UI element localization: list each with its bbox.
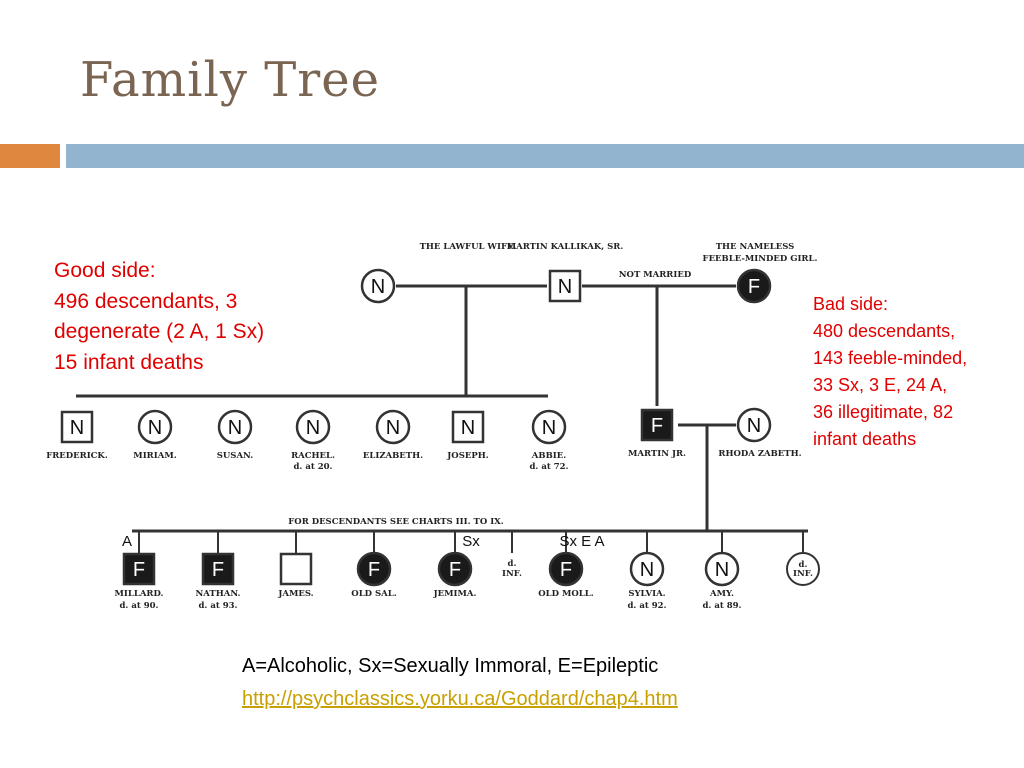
good-side-notes: Good side: 496 descendants, 3 degenerate… <box>54 256 264 378</box>
good-child-name: RACHEL. <box>291 451 335 461</box>
bad-child-name: JAMES. <box>277 589 313 599</box>
good-child-note: d. at 72. <box>529 462 568 472</box>
rhoda-name: RHODA ZABETH. <box>718 449 801 459</box>
bad-side-line: 36 illegitimate, 82 <box>813 402 954 422</box>
bad-side-line: infant deaths <box>813 429 917 449</box>
bad-child-9-circle <box>786 552 820 586</box>
bad-side-line: 480 descendants, <box>813 321 956 341</box>
source-link[interactable]: http://psychclassics.yorku.ca/Goddard/ch… <box>242 688 678 710</box>
bad-child-note: d. at 92. <box>627 601 666 611</box>
label-lawful-wife: THE LAWFUL WIFE. <box>420 242 517 252</box>
good-child-2-circle <box>217 409 253 445</box>
good-child-2-symbol: N <box>228 417 242 439</box>
bad-child-name: JEMIMA. <box>433 589 477 599</box>
good-child-6-circle <box>531 409 567 445</box>
bad-child-6-symbol: F <box>560 559 572 581</box>
martin-jr-name: MARTIN JR. <box>628 449 686 459</box>
bad-child-name: NATHAN. <box>195 589 240 599</box>
good-child-6-symbol: N <box>542 417 556 439</box>
nameless-girl-node-symbol: F <box>748 276 760 298</box>
good-side-line: 496 descendants, 3 <box>54 289 238 313</box>
nameless-girl-node-circle <box>736 268 772 304</box>
rhoda-node-symbol: N <box>747 415 761 437</box>
bad-side-notes: Bad side: 480 descendants, 143 feeble-mi… <box>813 291 967 453</box>
label-nameless-2: FEEBLE-MINDED GIRL. <box>703 254 818 264</box>
bad-child-8-symbol: N <box>715 559 729 581</box>
bad-child-4-symbol: F <box>449 559 461 581</box>
good-child-1-circle <box>137 409 173 445</box>
infant-label: d. <box>508 559 517 569</box>
good-child-name: FREDERICK. <box>46 451 108 461</box>
good-child-name: ELIZABETH. <box>363 451 423 461</box>
label-martin-sr: MARTIN KALLIKAK, SR. <box>507 242 624 252</box>
bad-child-1-square <box>201 552 235 586</box>
good-child-0-square <box>60 410 94 444</box>
good-side-line: 15 infant deaths <box>54 350 204 374</box>
tree-connectors <box>76 284 808 533</box>
bad-side-line: 33 Sx, 3 E, 24 A, <box>813 375 948 395</box>
good-child-5-square <box>451 410 485 444</box>
good-child-name: MIRIAM. <box>133 451 176 461</box>
bad-child-name: OLD MOLL. <box>538 589 593 599</box>
good-child-5-symbol: N <box>461 417 475 439</box>
good-child-note: d. at 20. <box>293 462 332 472</box>
bad-child-7-circle <box>629 551 665 587</box>
bad-child-tag: A <box>122 533 132 550</box>
martin-jr-node-square <box>640 408 674 442</box>
bad-side-line: Bad side: <box>813 294 889 314</box>
bad-child-3-symbol: F <box>368 559 380 581</box>
label-chart-note: FOR DESCENDANTS SEE CHARTS III. TO IX. <box>288 517 504 527</box>
lawful-wife-node-symbol: N <box>371 276 385 298</box>
bad-child-tag: Sx E A <box>559 533 604 550</box>
martin-sr-node-symbol: N <box>558 276 572 298</box>
good-side-line: Good side: <box>54 259 156 282</box>
lawful-wife-node-circle <box>360 268 396 304</box>
bad-child-6-circle <box>548 551 584 587</box>
rhoda-node-circle <box>736 407 772 443</box>
good-child-0-symbol: N <box>70 417 84 439</box>
bad-child-note: d. at 93. <box>198 601 237 611</box>
good-child-name: JOSEPH. <box>446 451 488 461</box>
slide-title: Family Tree <box>80 52 381 108</box>
infant-note: INF. <box>502 569 522 579</box>
good-child-4-circle <box>375 409 411 445</box>
bad-child-8-circle <box>704 551 740 587</box>
bad-child-tag: Sx <box>462 533 480 550</box>
good-child-4-symbol: N <box>386 417 400 439</box>
good-child-name: ABBIE. <box>531 451 566 461</box>
bad-child-note: d. at 89. <box>702 601 741 611</box>
good-child-3-circle <box>295 409 331 445</box>
legend-text: A=Alcoholic, Sx=Sexually Immoral, E=Epil… <box>242 655 659 677</box>
bad-child-name: AMY. <box>709 589 734 599</box>
title-divider-bar <box>66 144 1024 168</box>
good-child-name: SUSAN. <box>217 451 254 461</box>
bad-child-9-inner-note: INF. <box>793 569 813 579</box>
martin-jr-node-symbol: F <box>651 415 663 437</box>
good-side-line: degenerate (2 A, 1 Sx) <box>54 320 265 343</box>
title-accent-bar <box>0 144 60 168</box>
label-nameless-1: THE NAMELESS <box>716 242 795 252</box>
bad-side-line: 143 feeble-minded, <box>813 348 968 368</box>
bad-child-3-circle <box>356 551 392 587</box>
good-child-1-symbol: N <box>148 417 162 439</box>
martin-sr-node-square <box>548 269 582 303</box>
bad-child-4-circle <box>437 551 473 587</box>
bad-child-name: MILLARD. <box>114 589 163 599</box>
bad-child-0-square <box>122 552 156 586</box>
label-not-married: NOT MARRIED <box>619 270 692 280</box>
good-child-3-symbol: N <box>306 417 320 439</box>
bad-child-1-symbol: F <box>212 559 224 581</box>
bad-child-name: SYLVIA. <box>628 589 665 599</box>
bad-child-name: OLD SAL. <box>351 589 396 599</box>
bad-child-2-square <box>279 552 313 586</box>
bad-child-0-symbol: F <box>133 559 145 581</box>
bad-child-9-inner-label: d. <box>799 560 808 570</box>
bad-child-7-symbol: N <box>640 559 654 581</box>
bad-child-note: d. at 90. <box>119 601 158 611</box>
